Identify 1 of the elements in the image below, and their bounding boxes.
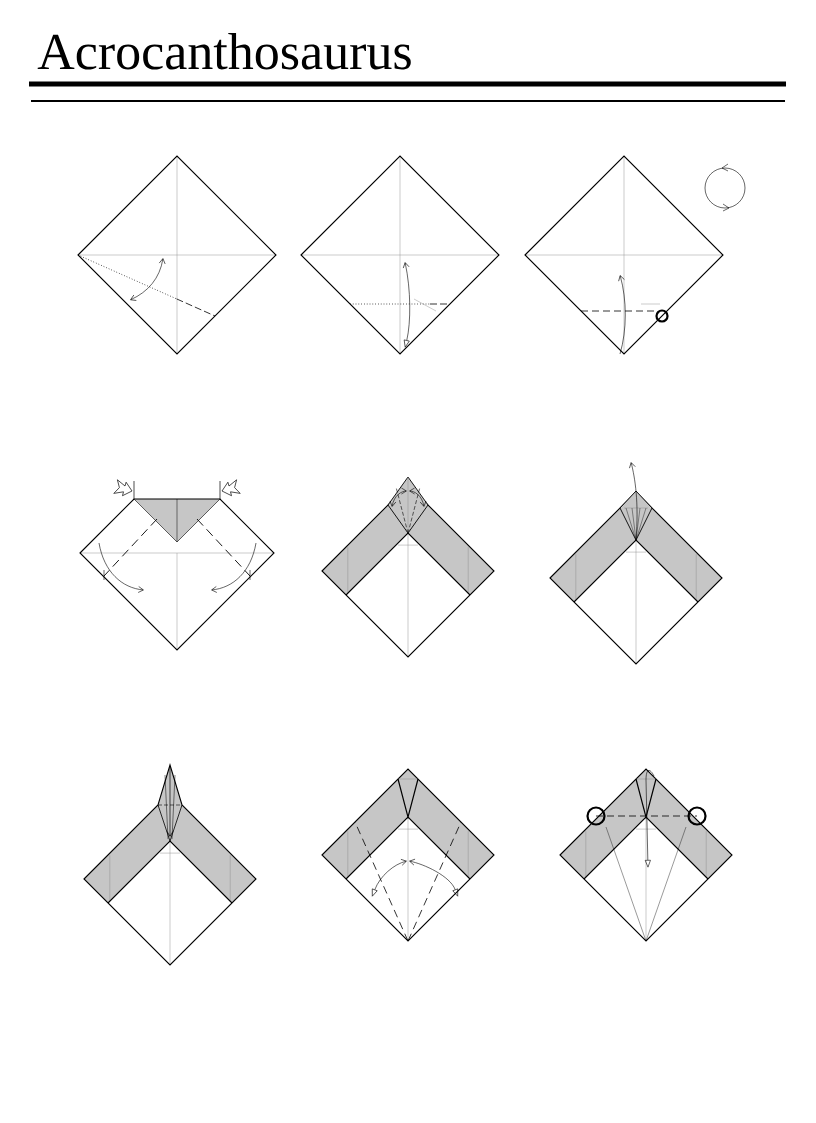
title: Acrocanthosaurus (37, 32, 411, 70)
